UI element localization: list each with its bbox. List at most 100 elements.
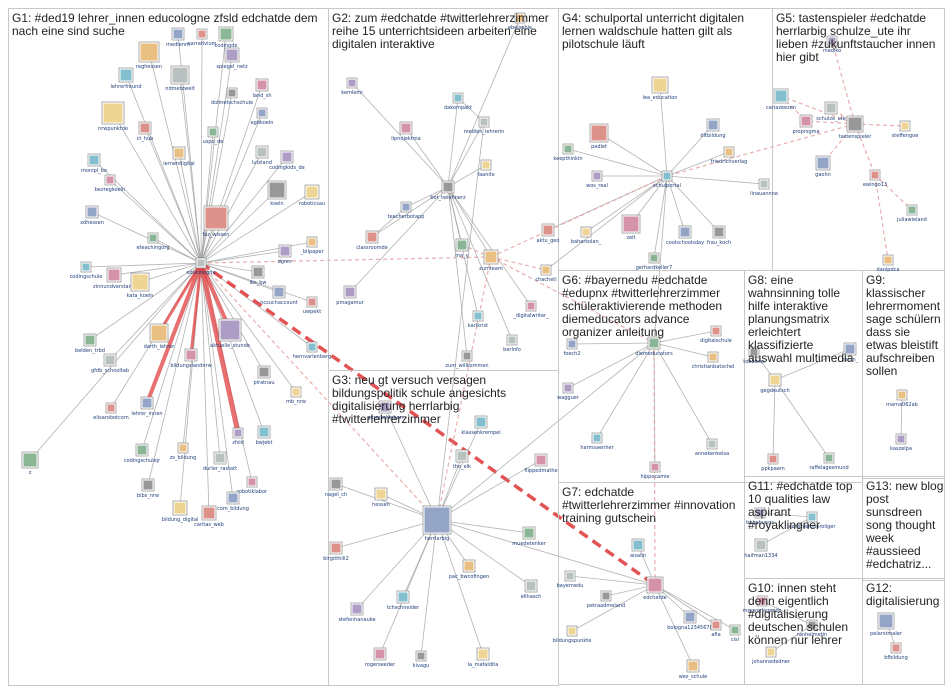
node-uspo-de[interactable]: uspo_de [203, 126, 224, 145]
node-annekenkelsa[interactable]: annekenkelsa [695, 438, 729, 457]
node-zinnundverstand[interactable]: zinnundverstand [93, 267, 135, 290]
node-ma-y[interactable]: ma_y [455, 238, 469, 259]
node-karlkrist[interactable]: karlkrist [468, 310, 488, 329]
node-pmagamur[interactable]: pmagamur [336, 285, 365, 306]
node-mama062ab[interactable]: mama062ab [886, 389, 918, 408]
node-afla[interactable]: afla [710, 619, 722, 638]
node-harmsaenher[interactable]: harmsaenher [580, 432, 615, 451]
node-monipl-bo[interactable]: monipl_bo [81, 153, 107, 174]
node-narrativium[interactable]: narrativium [187, 28, 217, 47]
node-keepthinkin[interactable]: keepthinkin [553, 143, 583, 162]
node-raffelagesmund[interactable]: raffelagesmund [809, 452, 849, 471]
node-ditbildung[interactable]: ditbildung [700, 118, 726, 139]
node-faanitx[interactable]: faanitx [477, 159, 495, 178]
node-klassenkrempel[interactable]: klassenkrempel [461, 415, 501, 436]
node-baharsolan-[interactable]: baharsolan_ [571, 226, 602, 245]
node-wagguer[interactable]: wagguer [557, 382, 580, 401]
node-carlazeezen[interactable]: carlazeezen [766, 88, 796, 111]
node-caritas-web[interactable]: caritas_web [194, 505, 224, 528]
node--bilpaper[interactable]: _bilpaper [300, 236, 325, 255]
node-gerhardkeller7[interactable]: gerhardkeller7 [636, 252, 672, 271]
node-codingkids-de[interactable]: codingkids_de [269, 150, 305, 171]
node-kata-koeln[interactable]: kata_koeln [127, 272, 154, 299]
node-edchatde[interactable]: edchatde [643, 576, 667, 601]
node-achimlehmeroliger[interactable]: achimlehmeroliger [789, 511, 837, 530]
node-lernendigital[interactable]: lernendigital [163, 146, 195, 167]
node-piratnau[interactable]: piratnau [253, 365, 275, 386]
node-coolschoolsday[interactable]: coolschoolsday [666, 225, 704, 246]
node-codingde[interactable]: codingde [215, 26, 238, 49]
node-lehrer-innen[interactable]: lehrer_innen [131, 396, 163, 417]
node-teacherbotapp[interactable]: teacherbotapp [388, 201, 425, 220]
node-zumteam[interactable]: zumteam [479, 249, 503, 272]
node-uwpekt[interactable]: uwpekt [303, 296, 321, 315]
node-germschleben[interactable]: germschleben [367, 400, 403, 421]
node-robotiklabor[interactable]: robotiklabor [237, 476, 268, 495]
node-zfsld[interactable]: zfsld [232, 427, 244, 446]
node-ppkpaam[interactable]: ppkpaam [761, 453, 785, 472]
node-johannededner[interactable]: johannededner [751, 646, 791, 665]
node-diemeducators[interactable]: diemeducators [635, 336, 673, 357]
node-com-bildung[interactable]: com_bildung [217, 491, 249, 512]
node-dolmetschschule[interactable]: dolmetschschule [211, 87, 253, 106]
node-ndmetzwelt[interactable]: ndmetzwelt [165, 65, 195, 92]
node-codingschule[interactable]: codingschule [70, 261, 103, 280]
node-steffengoe[interactable]: steffengoe [892, 120, 919, 139]
node-proprsgma[interactable]: proprsgma [792, 114, 820, 135]
node-ewingo13[interactable]: ewingo13 [863, 169, 887, 188]
node-hippocamie[interactable]: hippocamie [640, 461, 670, 480]
node-lipnojektma[interactable]: lipnojektma [391, 121, 421, 142]
node-lea-education[interactable]: lea_education [643, 76, 678, 101]
node-egbkoeln[interactable]: egbkoeln [251, 107, 274, 126]
node-schulportal[interactable]: schulportal [653, 170, 681, 189]
node-nagel-ch[interactable]: nagel_ch [325, 477, 347, 498]
node-kaszelpa[interactable]: kaszelpa [890, 433, 912, 452]
node-hernvarlenberg[interactable]: hernvarlenberg [293, 341, 332, 360]
node-cisi[interactable]: cisi [729, 624, 741, 643]
node-pelarstmaler[interactable]: pelarstmaler [870, 612, 903, 637]
node-wez-schule[interactable]: wez_schule [679, 659, 707, 680]
node-tastenspieler[interactable]: tastenspieler [839, 115, 873, 140]
node-begebungs[interactable]: begebungs [746, 507, 774, 526]
node-schulze-ute[interactable]: schulze_ute [816, 101, 846, 122]
node-birgitthill2[interactable]: birgitthill2 [323, 541, 349, 562]
node-mouvorlagends[interactable]: mouvorlagends [743, 595, 782, 614]
node-muedetenker[interactable]: muedetenker [512, 526, 547, 547]
node-flippedmathe[interactable]: flippedmathe [524, 453, 558, 474]
node-darth-lehrer[interactable]: darth_lehrer [144, 323, 176, 350]
node-koeln[interactable]: koeln [267, 180, 287, 207]
node-bildung-digital[interactable]: bildung_digital [162, 500, 199, 523]
node-belden-trbd[interactable]: belden_trbd [75, 333, 105, 354]
node-ellhasch[interactable]: ellhasch [521, 579, 542, 600]
node-nrwpunktde[interactable]: nrwpunktde [98, 101, 128, 132]
node-xdhessen[interactable]: xdhessen [80, 205, 104, 226]
node-bildungspunkte[interactable]: bildungspunkte [553, 625, 592, 644]
node-mb-nrw[interactable]: mb_nrw [286, 386, 306, 405]
node--digitalwriter-[interactable]: _digitalwriter_ [512, 300, 549, 319]
node-haifman1334[interactable]: haifman1334 [744, 538, 778, 559]
node-gaohn[interactable]: gaohn [815, 155, 831, 178]
node-tchschneider[interactable]: tchschneider [387, 590, 420, 611]
node-bezregkoeln[interactable]: bezregkoeln [95, 174, 125, 193]
node-digitalschule[interactable]: digitalschule [700, 325, 732, 344]
node-ibs-bw[interactable]: ibs_bw [250, 265, 267, 286]
node-stefenhanauke[interactable]: stefenhanauke [338, 602, 376, 623]
node-faz-wissen[interactable]: faz_wissen [203, 205, 230, 238]
node-educologne[interactable]: educologne [186, 257, 216, 276]
node-classroomde[interactable]: classroomde [356, 230, 388, 251]
node-madiko[interactable]: madiko [823, 35, 841, 54]
node-friedrichverlag[interactable]: friedrichverlag [711, 146, 748, 165]
node-bayernedu[interactable]: bayernedu [557, 570, 584, 589]
node-ranhelmetin[interactable]: ranhelmetin [797, 619, 827, 638]
node-zs-bildung[interactable]: zs_bildung [170, 442, 196, 461]
node-gegdeutsch[interactable]: gegdeutsch [760, 373, 790, 394]
node-frau-koch[interactable]: frau_koch [707, 225, 731, 246]
node-elisarobotcom[interactable]: elisarobotcom [93, 402, 129, 421]
node-lehrerfreund[interactable]: lehrerfreund [110, 67, 142, 90]
node-tobbixus[interactable]: tobbixus [743, 346, 765, 365]
node-petraadmeland[interactable]: petraadmeland [587, 590, 625, 609]
node-pac-bwcofingen[interactable]: pac_bwcofingen [449, 559, 489, 580]
node-foech2[interactable]: foech2 [564, 338, 581, 357]
node-padlet[interactable]: padlet [589, 123, 609, 150]
node-spiegel-netz[interactable]: spiegel_netz [216, 47, 248, 70]
